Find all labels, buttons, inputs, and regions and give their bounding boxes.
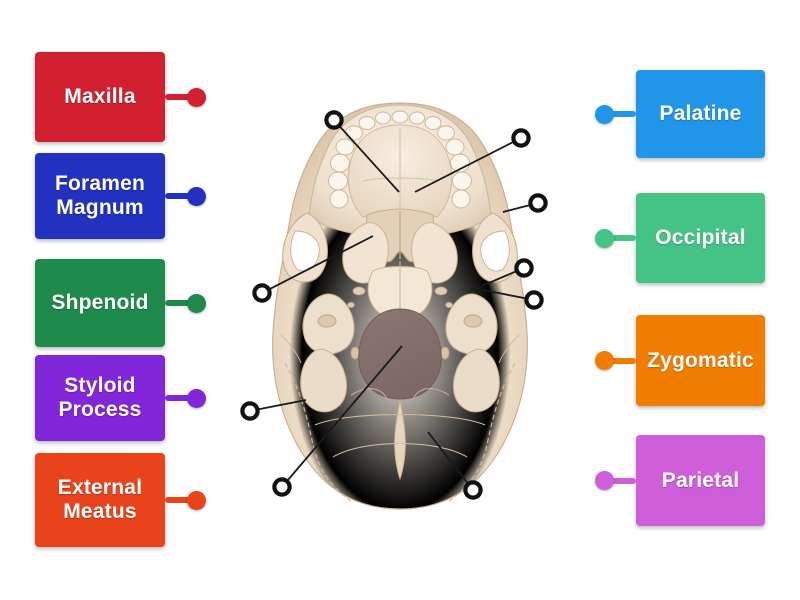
drop-target-t1[interactable] (324, 110, 344, 130)
label-box-palatine[interactable]: Palatine (595, 70, 765, 158)
label-box-zygomatic[interactable]: Zygomatic (595, 315, 765, 406)
label-box-maxilla[interactable]: Maxilla (35, 52, 206, 142)
target-dots (240, 110, 548, 500)
drop-target-t9[interactable] (463, 480, 483, 500)
carotid-canal-left (317, 314, 337, 328)
styloid-process-right (440, 346, 450, 360)
label-box-foramen-magnum[interactable]: Foramen Magnum (35, 153, 206, 239)
drop-target-t2[interactable] (511, 128, 531, 148)
connector-knob-occipital[interactable] (595, 228, 614, 248)
connector-stem-shpenoid (165, 300, 193, 306)
foramen-magnum (358, 308, 442, 400)
connector-knob-palatine[interactable] (595, 104, 614, 124)
label-text-occipital: Occipital (655, 226, 746, 250)
connector-knob-maxilla[interactable] (187, 87, 206, 107)
connector-stem-palatine (608, 111, 636, 117)
connector-knob-foramen-magnum[interactable] (187, 186, 206, 206)
label-text-external-meatus: External Meatus (57, 476, 143, 523)
label-text-palatine: Palatine (659, 102, 742, 126)
drop-target-t6[interactable] (252, 283, 272, 303)
label-text-zygomatic: Zygomatic (647, 348, 754, 372)
connector-knob-zygomatic[interactable] (595, 351, 614, 370)
label-text-parietal: Parietal (661, 468, 740, 492)
connector-stem-parietal (608, 477, 636, 484)
connector-knob-styloid-process[interactable] (187, 388, 206, 408)
connector-stem-external-meatus (165, 497, 193, 503)
skull-illustration (255, 95, 545, 515)
label-box-external-meatus[interactable]: External Meatus (35, 453, 206, 547)
drop-target-t3[interactable] (528, 193, 548, 213)
connector-knob-parietal[interactable] (595, 471, 614, 490)
carotid-canal-right (463, 314, 483, 328)
connector-knob-external-meatus[interactable] (187, 490, 206, 510)
label-text-shpenoid: Shpenoid (51, 291, 149, 315)
connector-stem-styloid-process (165, 395, 193, 401)
occipitomastoid-suture-right (498, 334, 520, 364)
occipital-condyle-right (412, 388, 450, 400)
drop-target-t5[interactable] (524, 290, 544, 310)
connector-stem-zygomatic (608, 357, 636, 364)
connector-stem-maxilla (165, 94, 193, 100)
mastoid-process-right (453, 348, 500, 413)
connector-stem-occipital (608, 235, 636, 241)
connector-stem-foramen-magnum (165, 193, 193, 199)
label-box-styloid-process[interactable]: Styloid Process (35, 355, 206, 441)
drop-target-t4[interactable] (514, 258, 534, 278)
label-text-maxilla: Maxilla (64, 85, 136, 109)
temporal-fossa-right (480, 230, 510, 272)
drop-target-t7[interactable] (240, 401, 260, 421)
label-box-occipital[interactable]: Occipital (595, 193, 765, 283)
connector-knob-shpenoid[interactable] (187, 293, 206, 313)
label-box-parietal[interactable]: Parietal (595, 435, 765, 526)
label-text-foramen-magnum: Foramen Magnum (54, 172, 146, 219)
skull-inferior-view-svg (272, 102, 528, 510)
label-box-shpenoid[interactable]: Shpenoid (35, 259, 206, 347)
styloid-process-left (350, 346, 360, 360)
label-text-styloid-process: Styloid Process (58, 374, 142, 421)
drop-target-t8[interactable] (272, 477, 292, 497)
